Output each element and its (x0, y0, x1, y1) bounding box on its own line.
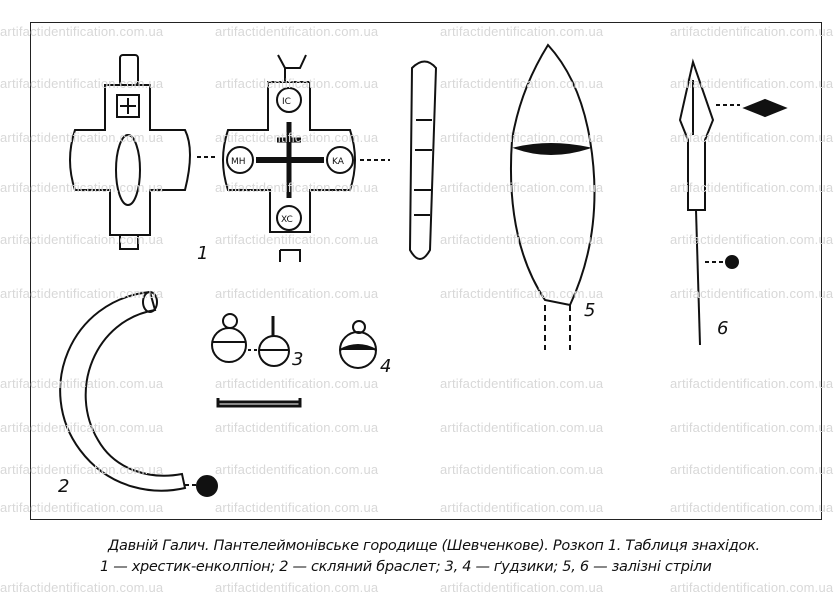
encolpion-front (69, 54, 191, 250)
arrowhead-5 (509, 43, 596, 350)
label-2: 2 (58, 476, 69, 497)
buttons-3 (211, 313, 290, 367)
cross-letters-bottom: XC (281, 215, 293, 225)
caption-line-1: Давній Галич. Пантелеймонівське городище… (108, 538, 760, 554)
cross-letters-right: KA (332, 157, 345, 167)
label-1: 1 (197, 243, 208, 264)
glass-bracelet (59, 290, 218, 497)
figure-frame (30, 22, 822, 520)
encolpion-side (408, 60, 438, 260)
encolpion-back (222, 54, 356, 262)
label-5: 5 (584, 300, 595, 321)
cross-letters-top: IC (282, 97, 291, 107)
arrowhead-6 (678, 58, 788, 346)
caption-line-2: 1 — хрестик-енколпіон; 2 — скляний брасл… (100, 559, 712, 575)
label-6: 6 (717, 318, 728, 339)
scale-bar (216, 398, 302, 408)
button-4 (339, 320, 377, 369)
cross-letters-left: MH (231, 157, 246, 167)
label-3: 3 (292, 349, 303, 370)
label-4: 4 (380, 356, 391, 377)
